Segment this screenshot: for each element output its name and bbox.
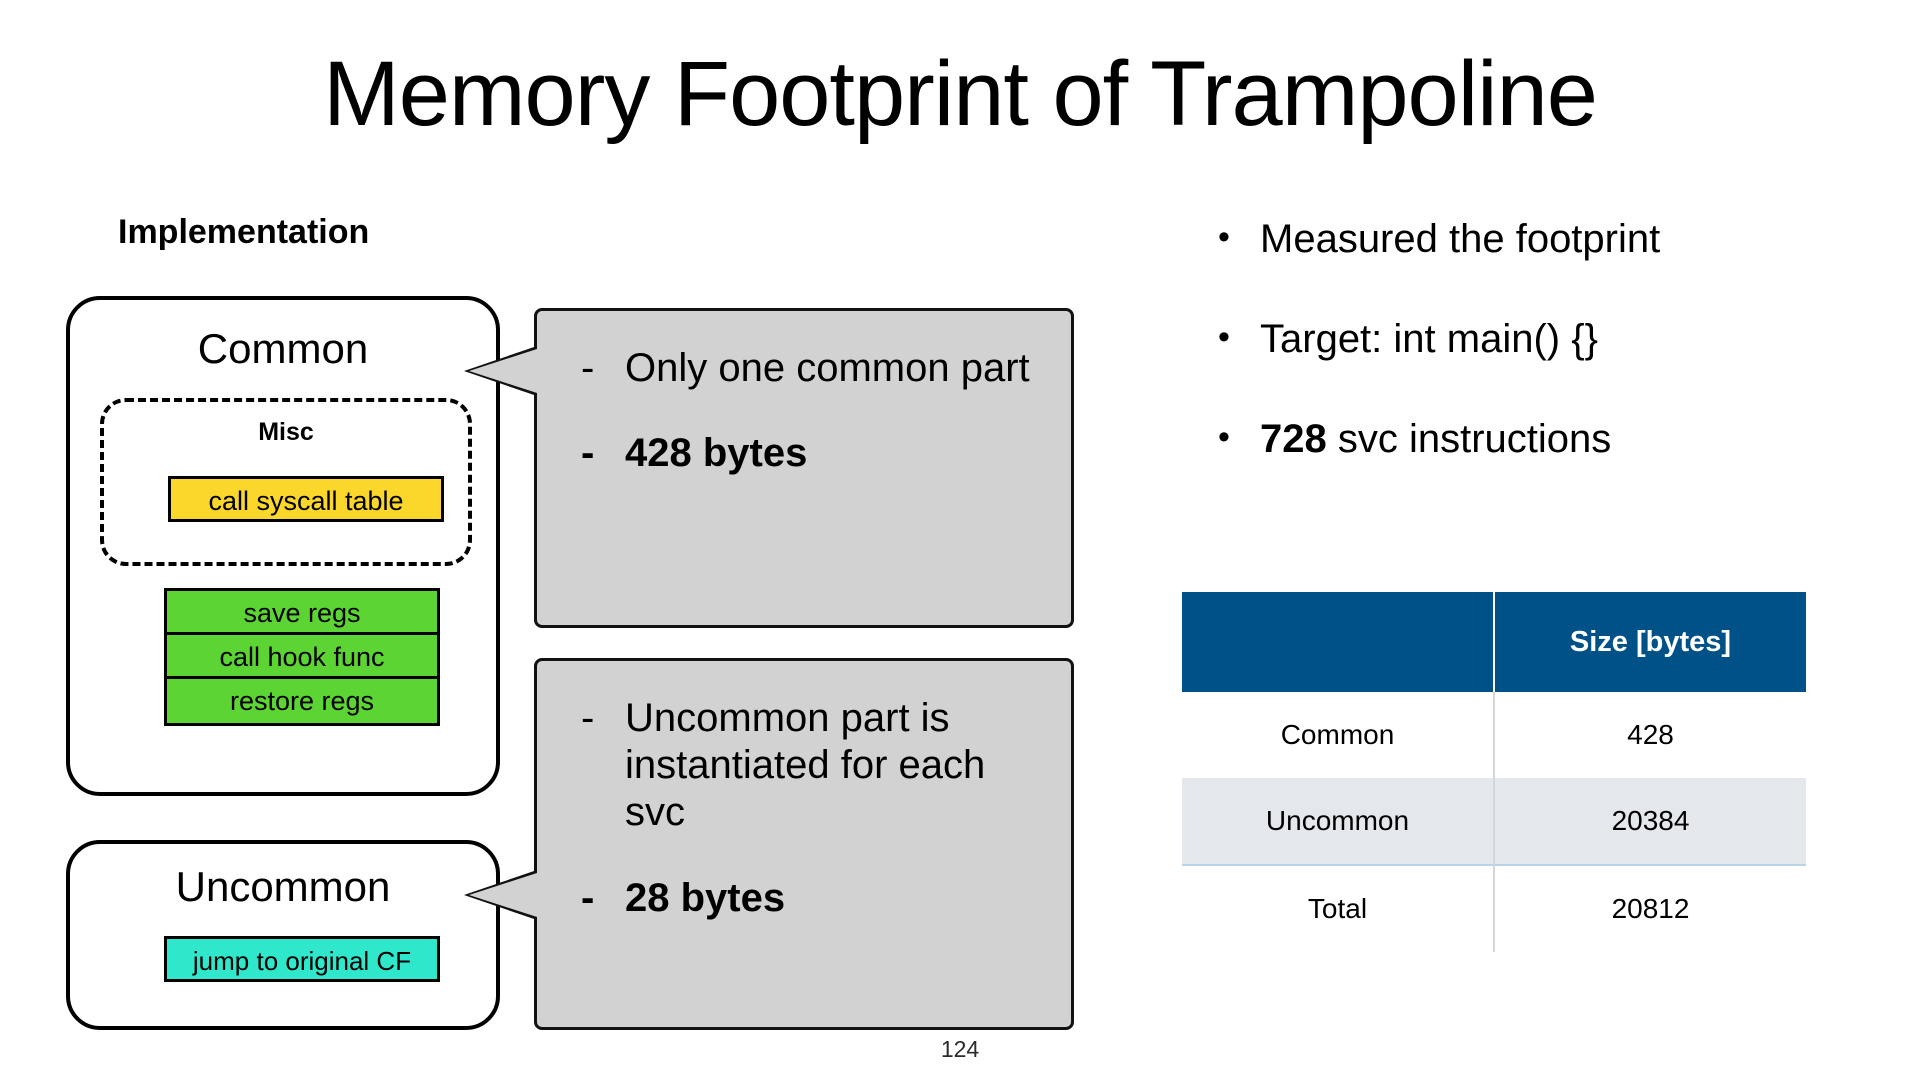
bullet-item-2: • Target: int main() {} [1218, 317, 1598, 361]
dash-marker-icon: - [581, 875, 595, 920]
dash-marker-icon: - [581, 696, 595, 740]
common-part-box: Common Misc call syscall table save regs… [66, 296, 500, 796]
table-header-blank [1182, 592, 1495, 692]
callout-tail-icon [469, 873, 537, 917]
size-table-body: Common 428 Uncommon 20384 Total 20812 [1182, 692, 1806, 952]
callout-common: - Only one common part - 428 bytes [464, 308, 1074, 628]
table-cell-value: 428 [1627, 719, 1674, 750]
table-cell-label: Total [1182, 864, 1495, 952]
bullet-item-1: • Measured the footprint [1218, 217, 1661, 261]
table-cell-value: 20812 [1494, 864, 1806, 952]
table-cell-label: Uncommon [1182, 778, 1495, 865]
common-box-title: Common [197, 325, 369, 372]
table-header-size: Size [bytes] [1494, 592, 1806, 692]
bullet-dot-icon: • [1218, 218, 1230, 256]
size-table: Size [bytes] Common 428 Uncommon 20384 T… [1182, 592, 1806, 952]
callout-common-item-1: - Only one common part [581, 345, 1049, 392]
callout-uncommon-list: - Uncommon part is instantiated for each… [581, 695, 1049, 922]
bar-call-syscall-table: call syscall table [168, 476, 444, 522]
misc-label: Misc [258, 418, 314, 446]
svc-count-suffix: svc instructions [1326, 417, 1612, 461]
bullet-list: • Measured the footprint • Target: int m… [1218, 215, 1878, 515]
implementation-heading: Implementation [118, 213, 370, 251]
table-header-row: Size [bytes] [1182, 592, 1806, 692]
bullet-item-3: • 728 svc instructions [1218, 415, 1878, 463]
bar-save-regs: save regs [167, 591, 437, 635]
dash-marker-icon: - [581, 346, 595, 390]
table-row: Common 428 [1182, 692, 1806, 778]
size-table-head: Size [bytes] [1182, 592, 1806, 692]
table-cell-label: Common [1182, 692, 1495, 778]
bullet-dot-icon: • [1218, 318, 1230, 356]
uncommon-part-box: Uncommon jump to original CF [66, 840, 500, 1030]
page-number: 124 [940, 1036, 980, 1062]
callout-uncommon: - Uncommon part is instantiated for each… [464, 658, 1074, 1030]
callout-common-item-2: - 428 bytes [581, 430, 1049, 477]
bar-restore-regs: restore regs [229, 686, 375, 716]
bullet-dot-icon: • [1218, 418, 1230, 456]
table-row-total: Total 20812 [1182, 864, 1806, 952]
callout-uncommon-item-1: - Uncommon part is instantiated for each… [581, 696, 986, 835]
dash-marker-icon: - [581, 431, 595, 476]
uncommon-box-title: Uncommon [175, 863, 391, 910]
page-title: Memory Footprint of Trampoline [323, 43, 1598, 145]
bar-jump-to-original-cf: jump to original CF [164, 936, 440, 982]
misc-group: Misc call syscall table [100, 398, 472, 566]
callout-uncommon-item-2: - 28 bytes [581, 875, 1049, 922]
callout-common-list: - Only one common part - 428 bytes [581, 345, 1049, 477]
common-instruction-stack: save regs call hook func restore regs [164, 588, 440, 726]
table-cell-value: 20384 [1494, 778, 1806, 865]
svc-count: 728 [1260, 417, 1327, 461]
bar-call-hook-func: call hook func [167, 635, 437, 679]
callout-tail-icon [469, 349, 537, 393]
table-row: Uncommon 20384 [1182, 778, 1806, 865]
